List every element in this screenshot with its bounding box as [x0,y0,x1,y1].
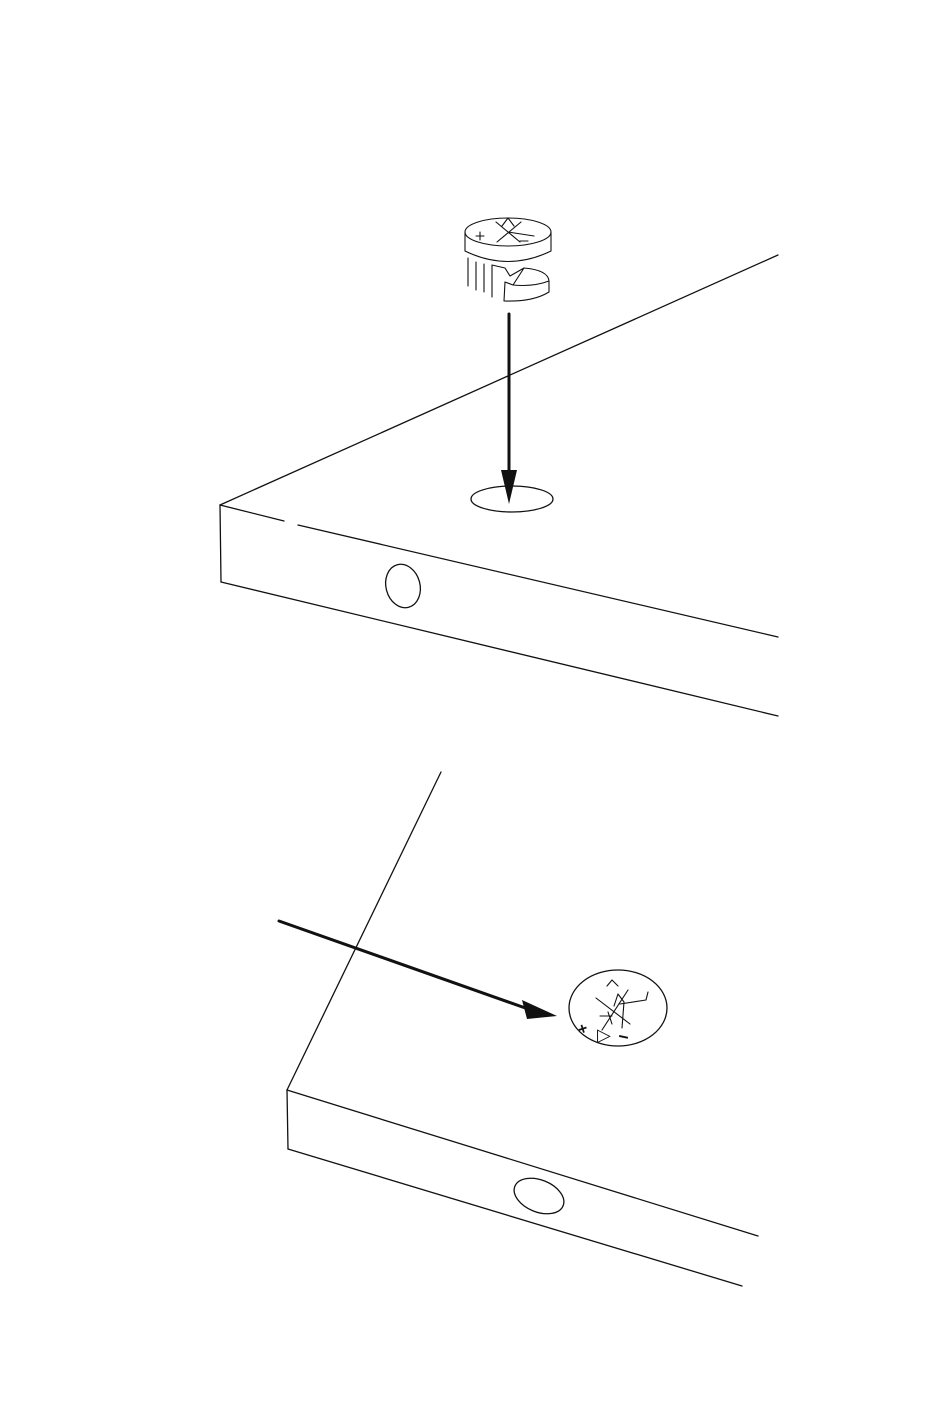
insertion-arrow-head [501,470,517,504]
cam-lock-body-notch [492,265,524,301]
panel-1-back-edge [220,255,778,505]
indicator-arrow-shaft [279,921,531,1010]
insertion-arrow [501,314,517,504]
step-1-panel [220,255,778,716]
step-2-panel [287,772,758,1286]
indicator-arrow-head [522,1000,557,1019]
cam-lock-plus-symbol: + [576,1020,590,1039]
indicator-arrow [279,921,557,1019]
cam-lock-body-left [468,258,492,297]
panel-1-top-front-edge [220,505,778,637]
panel-1-left-edge [220,505,221,582]
cam-lock-top-slot-detail [608,994,624,1028]
panel-2-top-front-edge [287,1090,758,1236]
panel-2-side-bore-hole [509,1171,569,1220]
cam-lock-minus-symbol: − [616,1026,630,1048]
cam-lock-cross-slot [496,218,534,242]
panel-1-bottom-edge [221,582,778,716]
panel-2-bottom-edge [288,1149,742,1286]
cam-lock-top-view: + ▷ − [569,970,667,1048]
cam-lock-plus-mark [476,232,484,240]
panel-2-left-edge [287,1090,288,1149]
panel-1-side-bore-hole [381,560,425,611]
cam-lock-arrow-symbol: ▷ [597,1025,611,1046]
cam-lock-fitting [465,218,551,301]
